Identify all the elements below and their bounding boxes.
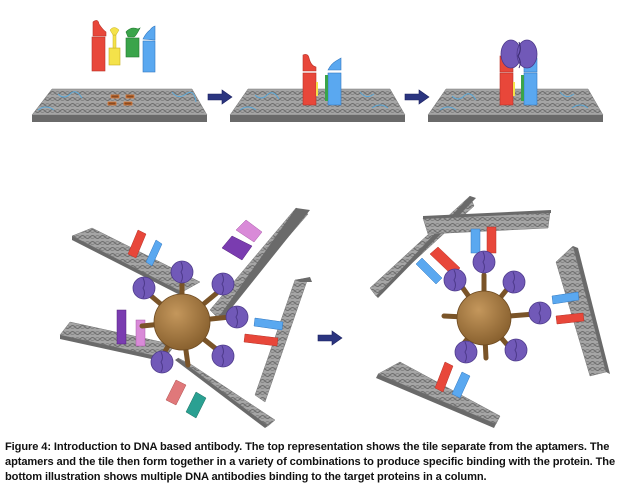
target-protein-core [441, 272, 538, 361]
aptamer-pair-purple-pink [116, 309, 146, 347]
protein-icon [472, 250, 496, 274]
protein-icon [211, 272, 235, 296]
protein-icon [504, 338, 528, 362]
protein-icon [211, 344, 235, 368]
binding-sites [107, 94, 135, 106]
aptamer-pair-red-blue [127, 229, 163, 267]
protein-icon [528, 301, 552, 325]
dna-tile [254, 277, 312, 403]
top-panel-assembled [229, 54, 406, 122]
dna-tile [376, 361, 501, 428]
aptamer-green [125, 27, 141, 58]
aptamer-red [91, 20, 107, 72]
protein-icon [454, 340, 478, 364]
aptamer-pair-purple-pink [221, 219, 263, 261]
protein-icon [225, 305, 249, 329]
aptamer-red [302, 54, 318, 106]
target-protein [500, 39, 538, 69]
target-protein-core [139, 279, 233, 368]
dna-tile [422, 210, 551, 235]
top-panel-separate [31, 20, 208, 122]
protein-icon [170, 260, 194, 284]
protein-icon [132, 276, 156, 300]
dna-antibody-figure [31, 20, 610, 428]
top-panel-bound [427, 39, 604, 122]
bottom-panel-unbound [59, 207, 312, 428]
dna-tile [31, 88, 208, 122]
aptamer-blue [325, 57, 342, 106]
aptamer-pair-blue-red [470, 226, 497, 254]
aptamer-pair-red-blue [415, 246, 461, 285]
dna-tile [209, 207, 310, 320]
dna-tile [555, 245, 610, 377]
figure-caption: Figure 4: Introduction to DNA based anti… [5, 441, 616, 484]
aptamer-pair-salmon-teal [165, 379, 207, 419]
bottom-panel-bound [369, 195, 610, 428]
protein-icon [443, 268, 467, 292]
aptamer-pair-blue-red [551, 291, 585, 325]
arrow-icon [404, 89, 430, 105]
aptamer-pair-red-blue [434, 361, 471, 399]
aptamer-pair-blue-red [243, 317, 284, 347]
aptamer-blue [142, 25, 156, 73]
arrow-icon [207, 89, 233, 105]
protein-icon [502, 270, 526, 294]
arrow-icon [317, 330, 343, 346]
dna-tile [71, 227, 201, 296]
aptamer-yellow [108, 27, 121, 66]
protein-icon [150, 350, 174, 374]
